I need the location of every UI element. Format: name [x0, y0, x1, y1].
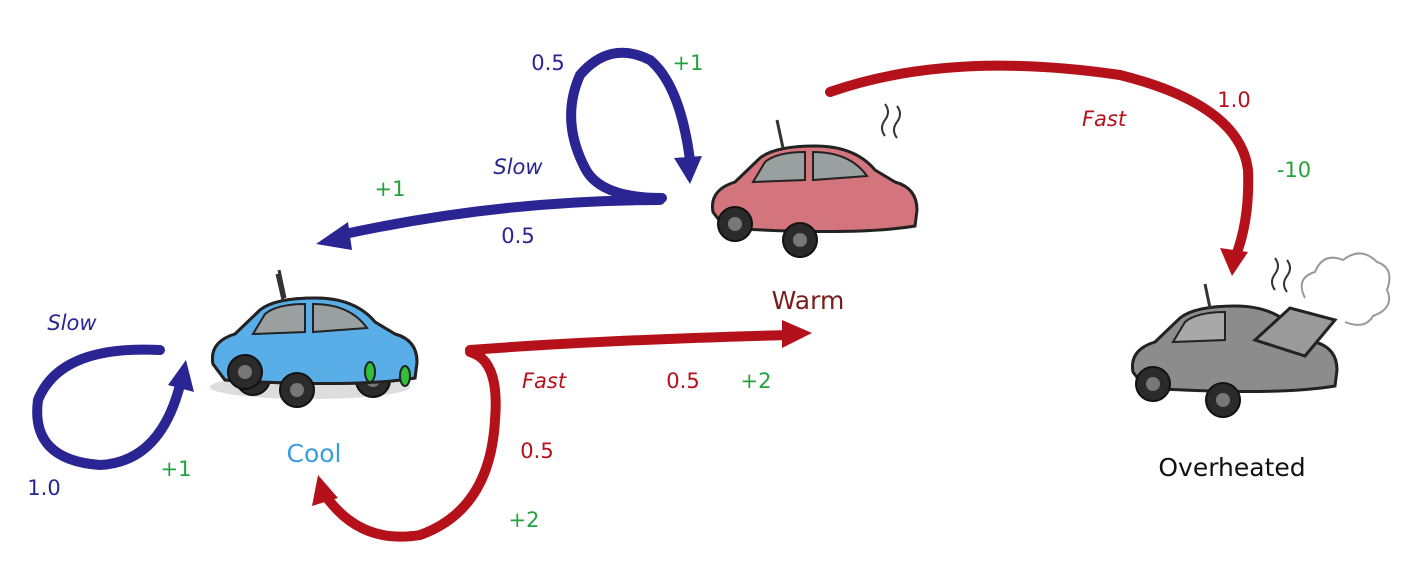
cool-fast-return-arrow [320, 347, 501, 542]
warm-slow-self-loop-arrowhead [674, 156, 702, 184]
action-label-warm-fast: Fast [1082, 107, 1127, 131]
reward-label-warm-to-cool: +1 [375, 177, 406, 201]
prob-label-warm-to-overheated: 1.0 [1217, 88, 1250, 112]
action-label-cool-slow: Slow [47, 311, 97, 335]
action-label-cool-fast: Fast [522, 369, 567, 393]
prob-label-cool-slow: 1.0 [27, 476, 60, 500]
warm-to-cool-slow-arrowhead [316, 222, 352, 250]
blue-car-icon [208, 268, 419, 408]
reward-label-cool-slow: +1 [161, 457, 192, 481]
prob-label-warm-slow-self: 0.5 [531, 51, 564, 75]
broken-car-icon [1130, 252, 1391, 418]
state-label-overheated: Overheated [1158, 453, 1305, 482]
cool-to-warm-fast-arrowhead [782, 320, 812, 348]
cool-slow-self-loop-arrow [32, 344, 185, 471]
warm-to-overheated-fast-arrow [825, 60, 1254, 263]
prob-label-cool-to-warm: 0.5 [666, 369, 699, 393]
state-label-warm: Warm [772, 286, 845, 315]
state-label-cool: Cool [287, 439, 342, 468]
cool-to-warm-fast-arrow [465, 330, 795, 355]
cool-slow-self-loop-arrowhead [168, 360, 194, 392]
warm-slow-self-loop-arrow [566, 47, 695, 203]
reward-label-cool-to-warm: +2 [741, 369, 772, 393]
prob-label-cool-fast-return: 0.5 [520, 439, 553, 463]
action-label-warm-slow: Slow [493, 155, 543, 179]
prob-label-warm-to-cool: 0.5 [501, 224, 534, 248]
red-car-icon [710, 103, 919, 258]
cool-fast-return-arrowhead [312, 475, 338, 506]
reward-label-warm-slow-self: +1 [673, 51, 704, 75]
reward-label-cool-fast-return: +2 [509, 508, 540, 532]
warm-to-overheated-fast-arrowhead [1220, 248, 1248, 276]
warm-to-cool-slow-arrow [335, 195, 665, 240]
reward-label-warm-to-overheated: -10 [1277, 158, 1311, 182]
